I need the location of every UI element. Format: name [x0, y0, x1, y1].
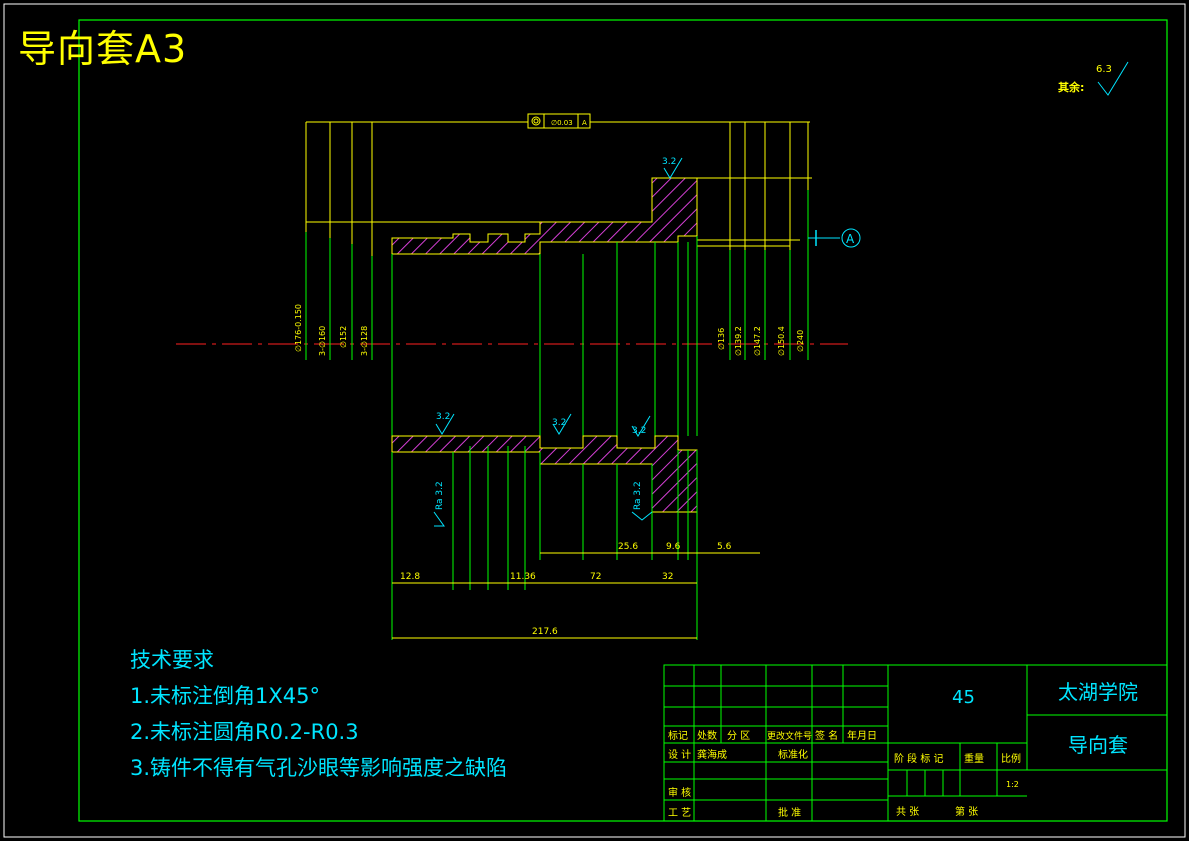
tb-sheet-no: 第 张	[955, 805, 978, 818]
tb-hdr-date: 年月日	[847, 729, 877, 742]
dimension-lines	[392, 552, 760, 639]
tb-hdr-count: 处数	[697, 729, 717, 742]
dia-left-3: ∅152	[339, 326, 348, 348]
len-3: 72	[590, 572, 601, 582]
tb-hdr-sign: 签 名	[815, 729, 838, 742]
dia-right-5: ∅240	[796, 330, 805, 352]
dia-left-1: ∅176-0.150	[294, 304, 303, 352]
dia-left-2: 3-∅160	[318, 326, 327, 356]
tb-hdr-mark: 标记	[668, 730, 688, 742]
requirements-heading: 技术要求	[130, 648, 214, 672]
tb-process: 工 艺	[668, 807, 691, 819]
len-6: 9.6	[666, 542, 681, 552]
tb-hdr-docno: 更改文件号	[767, 730, 812, 742]
roughness-ra-left: Ra 3.2	[435, 481, 445, 510]
tb-total-sheets: 共 张	[896, 806, 919, 818]
lower-section	[391, 435, 698, 640]
roughness-other-label: 其余:	[1058, 80, 1084, 94]
requirement-item-2: 2.未标注圆角R0.2-R0.3	[130, 720, 359, 744]
len-1: 12.8	[400, 572, 420, 582]
tb-hdr-zone: 分 区	[727, 730, 750, 742]
tb-standard: 标准化	[778, 748, 808, 761]
tb-scale-value: 1:2	[1006, 780, 1019, 789]
tb-design: 设 计	[668, 748, 691, 761]
roughness-other-value: 6.3	[1096, 64, 1112, 75]
inner-border	[78, 19, 1168, 822]
tb-stage: 阶 段 标 记	[894, 752, 944, 765]
datum-a-label: A	[846, 232, 855, 246]
tb-scale: 比例	[1001, 752, 1021, 765]
tb-review: 审 核	[668, 786, 691, 799]
roughness-top: 3.2	[662, 157, 676, 167]
len-5: 25.6	[618, 542, 638, 552]
tb-part-name: 导向套	[1068, 733, 1128, 757]
dia-right-4: ∅150.4	[777, 326, 786, 356]
tb-approve: 批 准	[778, 806, 801, 819]
dia-right-2: ∅139.2	[734, 326, 743, 356]
tb-material: 45	[952, 687, 975, 708]
roughness-ra-right: Ra 3.2	[633, 481, 643, 510]
requirement-item-1: 1.未标注倒角1X45°	[130, 684, 321, 708]
len-7: 5.6	[717, 542, 732, 552]
fcf-datum: A	[582, 119, 587, 127]
len-2: 11.36	[510, 572, 536, 582]
roughness-symbols	[433, 61, 1129, 527]
datum-a-marker	[808, 228, 861, 248]
roughness-bottom-2: 3.2	[552, 418, 566, 428]
roughness-bottom-3: 3.2	[632, 426, 646, 436]
tb-weight: 重量	[964, 752, 984, 765]
outer-border	[3, 3, 1186, 838]
fcf-tolerance: ∅0.03	[551, 119, 573, 127]
len-4: 32	[662, 572, 673, 582]
title-block	[663, 664, 1168, 822]
dia-right-1: ∅136	[717, 328, 726, 350]
body-outline	[391, 236, 698, 436]
dia-left-4: 3-∅128	[360, 326, 369, 356]
len-total: 217.6	[532, 627, 558, 637]
dia-right-3: ∅147.2	[753, 326, 762, 356]
upper-section	[305, 121, 812, 256]
drawing-title: 导向套A3	[18, 27, 188, 71]
roughness-bottom-1: 3.2	[436, 412, 450, 422]
tb-school: 太湖学院	[1058, 680, 1138, 704]
requirement-item-3: 3.铸件不得有气孔沙眼等影响强度之缺陷	[130, 756, 508, 780]
tb-designer: 龚海成	[697, 748, 727, 761]
